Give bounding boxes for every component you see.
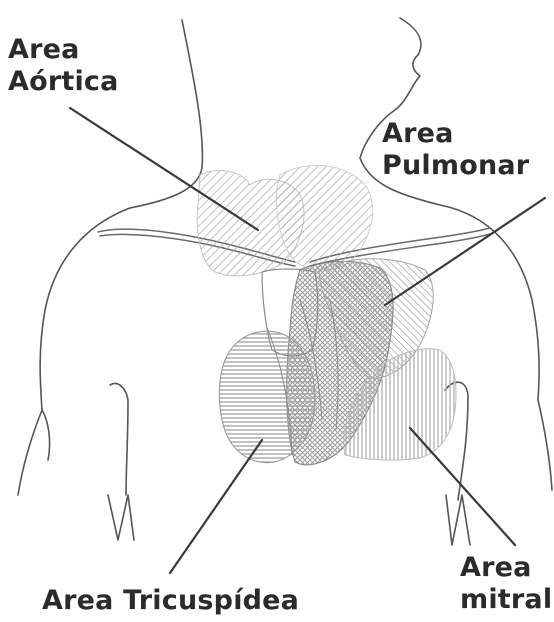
label-area-aortica: Area Aórtica [8,34,119,98]
label-area-aortica-line1: Area [8,34,119,66]
label-area-tricuspidea: Area Tricuspídea [42,585,299,617]
label-area-mitral-line2: mitral [460,584,552,616]
label-area-pulmonar-line2: Pulmonar [382,150,529,182]
label-area-pulmonar: Area Pulmonar [382,118,529,182]
label-area-mitral-line1: Area [460,552,552,584]
aortic-leader-line [70,108,258,230]
mitral-leader-line [410,428,515,545]
label-area-aortica-line2: Aórtica [8,66,119,98]
label-area-pulmonar-line1: Area [382,118,529,150]
tricuspid-leader-line [170,440,262,573]
label-area-mitral: Area mitral [460,552,552,616]
label-area-tricuspidea-text: Area Tricuspídea [42,585,299,617]
pulmonar-leader-line [385,198,545,305]
